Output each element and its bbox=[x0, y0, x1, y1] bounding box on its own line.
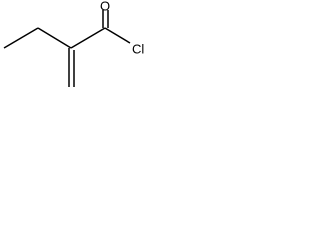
bond-c2-c1 bbox=[70, 27, 106, 49]
bond-ch3-ch2 bbox=[3, 27, 39, 49]
chlorine-label: Cl bbox=[132, 42, 144, 57]
chemical-structure: O Cl bbox=[3, 0, 144, 87]
oxygen-label: O bbox=[100, 0, 110, 14]
bond-c1-cl bbox=[104, 27, 131, 44]
bond-ch2-c2 bbox=[37, 27, 72, 49]
